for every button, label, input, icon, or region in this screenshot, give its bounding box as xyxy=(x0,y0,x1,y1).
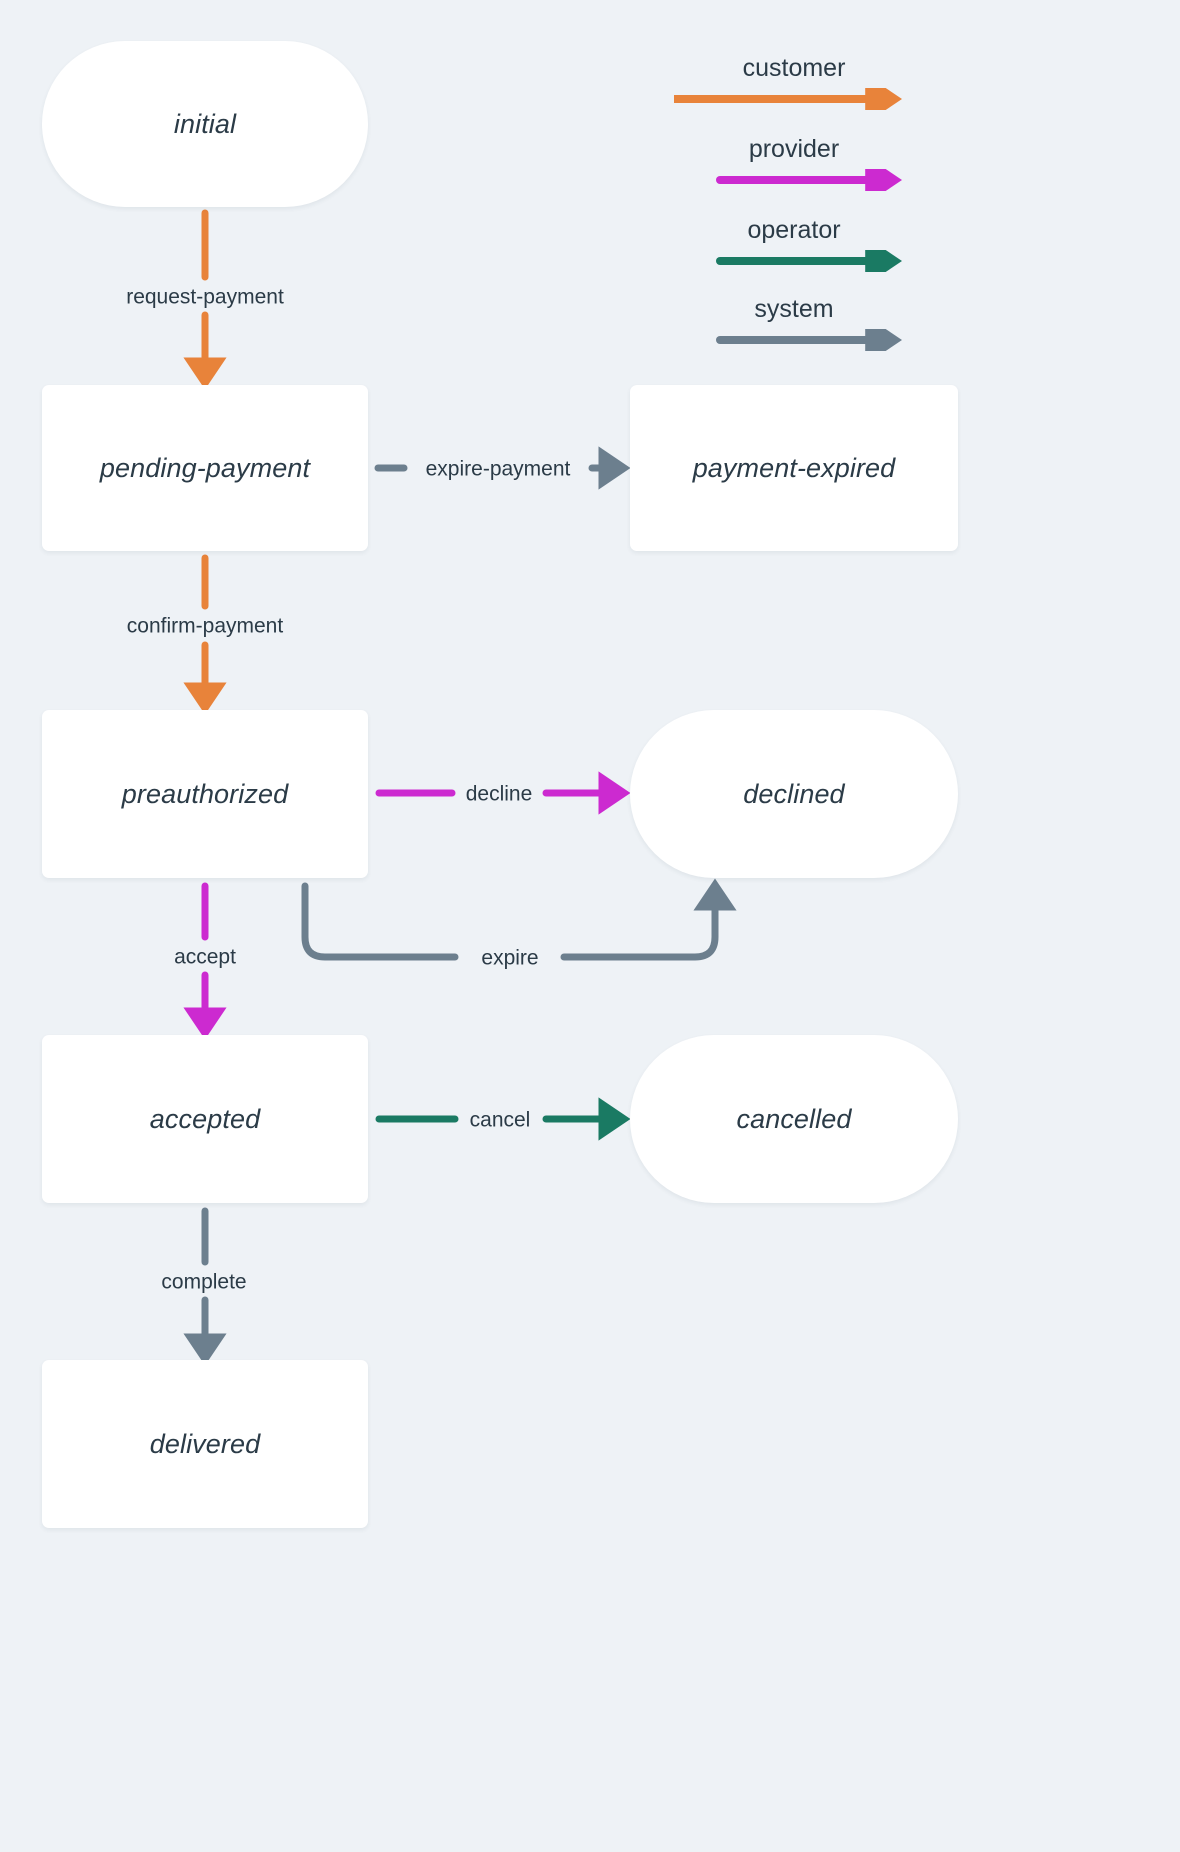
edge-label-expire: expire xyxy=(475,947,545,969)
legend-label-operator: operator xyxy=(747,216,841,244)
state-node-pending-payment[interactable]: pending-payment xyxy=(42,385,368,551)
state-label: initial xyxy=(173,108,237,139)
legend-arrow-system xyxy=(716,329,903,351)
state-node-accepted[interactable]: accepted xyxy=(42,1035,368,1203)
state-node-initial[interactable]: initial xyxy=(42,41,368,207)
state-node-cancelled[interactable]: cancelled xyxy=(630,1035,958,1203)
legend-arrow-operator xyxy=(716,250,903,272)
edge-label-cancel: cancel xyxy=(463,1109,537,1131)
state-label: accepted xyxy=(149,1103,261,1134)
state-label: preauthorized xyxy=(121,778,289,809)
edge-label-decline: decline xyxy=(459,783,539,805)
state-label: delivered xyxy=(149,1428,261,1459)
state-node-declined[interactable]: declined xyxy=(630,710,958,878)
legend-arrow-provider xyxy=(716,169,903,191)
legend-arrow-customer xyxy=(674,88,903,110)
legend-label-provider: provider xyxy=(748,135,840,163)
state-label: pending-payment xyxy=(99,452,311,483)
legend-label-customer: customer xyxy=(742,54,846,82)
edge-label-expire-payment: expire-payment xyxy=(419,458,577,480)
state-label: declined xyxy=(743,778,845,809)
edge-label-complete: complete xyxy=(155,1271,253,1293)
edge-label-confirm-payment: confirm-payment xyxy=(120,615,290,637)
state-label: payment-expired xyxy=(692,452,896,483)
legend-label-system: system xyxy=(754,295,834,323)
state-node-preauthorized[interactable]: preauthorized xyxy=(42,710,368,878)
state-label: cancelled xyxy=(736,1103,852,1134)
edge-label-accept: accept xyxy=(168,946,242,968)
state-node-delivered[interactable]: delivered xyxy=(42,1360,368,1528)
state-node-payment-expired[interactable]: payment-expired xyxy=(630,385,958,551)
edge-label-request-payment: request-payment xyxy=(120,286,290,308)
